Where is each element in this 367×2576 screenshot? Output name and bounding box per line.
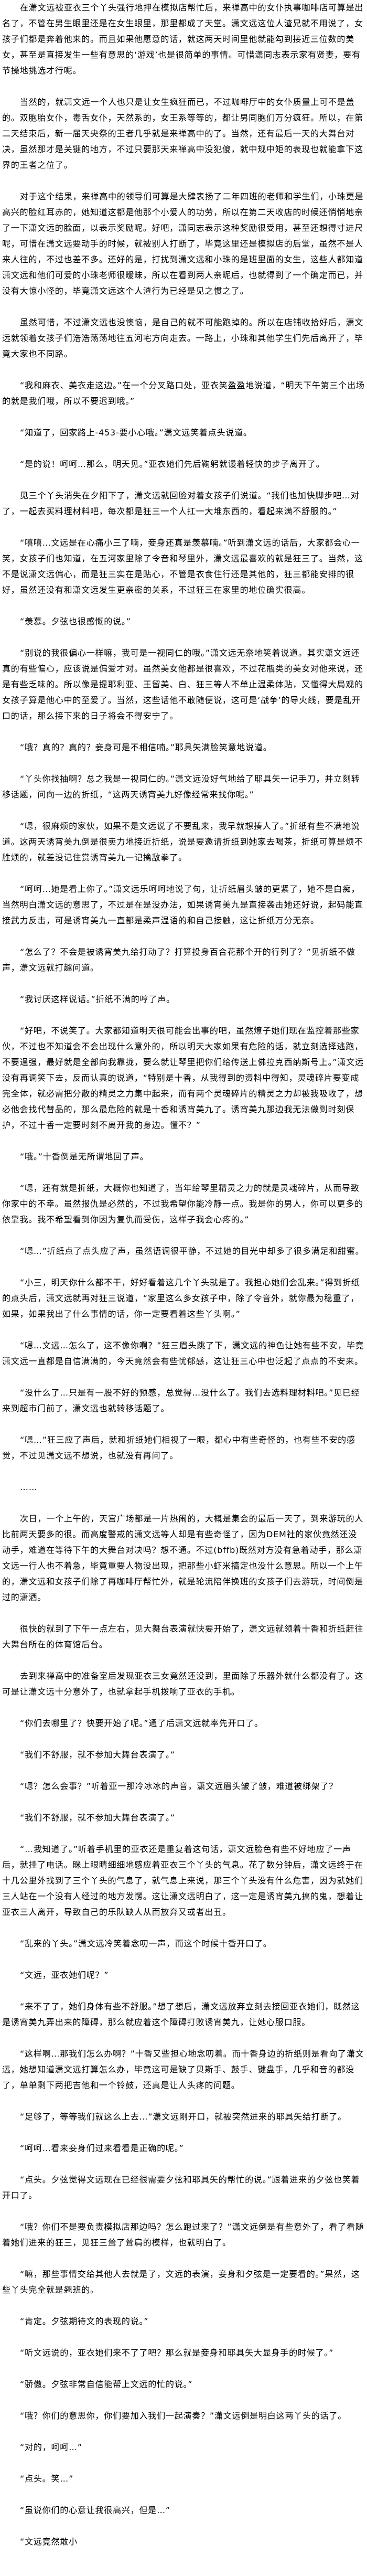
paragraph: “小三，明天你什么都不干，好好看着这几个丫头就是了。我担心她们会乱来。”得到折纸… [2, 1278, 360, 1319]
paragraph: “你们去哪里了？快要开始了呢。”通了后潇文远就率先开口了。 [20, 1718, 263, 1728]
paragraph: “嗯…文远…怎么了，这不像你啊？”狂三眉头跳了下，潇文远的神色让她有些不安，毕竟… [2, 1340, 364, 1366]
paragraph: “嘛，那些事情交给其他人去就是了，文远的表演，妾身和夕弦是一定要看的。”果然，这… [2, 2269, 360, 2295]
paragraph: 次日，一个上午的，天宫广场都是一片热闹的，大概是集会的最后一天了，到来游玩的人比… [2, 1514, 364, 1602]
paragraph: 见三个丫头消失在夕阳下了，潇文远就回脸对着女孩子们说道。“我们也加快脚步吧…对了… [2, 491, 360, 516]
paragraph: 对于这个结果，来禅高中的领导们可算是大肆表扬了二年四班的老师和学生们，小珠更是高… [2, 191, 364, 296]
paragraph: “嗯…”折纸点了点头应了声，虽然语调很平静，不过她的目光中却多了很多满足和甜蜜。 [20, 1246, 364, 1256]
paragraph: …… [20, 1482, 38, 1492]
paragraph: “骄傲。夕弦非常自信能帮上文远的忙的说。” [20, 2379, 193, 2389]
paragraph: “怎么了？不会是被诱宵美九给打动了？打算投身百合花那个开的行列了？”见折纸不做声… [2, 947, 355, 973]
paragraph: “乱来的丫头。”潇文远冷笑着念叨一声，而这个时候十香开口了。 [20, 1939, 272, 1949]
paragraph: “我和麻衣、美衣走这边。”在一个分叉路口处，亚衣笑盈盈地说道，“明天下午第三个出… [2, 380, 365, 406]
paragraph: “呵呵…她是看上你了。”潇文远乐呵呵地说了句，让折纸眉头皱的更紧了，她不是白痴，… [2, 884, 363, 925]
paragraph: “哦？真的？真的？妾身可是不相信喃。”耶具矢满脸笑意地说道。 [20, 742, 272, 752]
paragraph: “文远竟然敢小 [20, 2537, 78, 2547]
paragraph: “我讨厌这样说话。”折纸不满的哼了声。 [20, 994, 175, 1004]
paragraph: “嗯，还有就是折纸，大概你也知道了，当年给琴里精灵之力的就是灵魂碎片，从而导致你… [2, 1183, 363, 1225]
paragraph: 很快的就到了下午一点左右，见大舞台表演就快要开始了，潇文远就领着十香和折纸赶往大… [2, 1624, 364, 1649]
paragraph: “…我知道了。”听着手机里的亚衣还是重复着这句话，潇文远脸色有些不好地应了一声后… [2, 1844, 363, 1917]
paragraph: “呵呵…看来妾身们过来看看是正确的呢。” [20, 2143, 184, 2153]
paragraph: 在潇文远被亚衣三个丫头强行地押在模拟店帮忙后，来禅高中的女仆执事咖啡店可算是出名… [2, 3, 364, 76]
paragraph: “是的说！呵呵…那么，明天见。”亚衣她们先后鞠躬就谩着轻快的步子离开了。 [20, 459, 325, 469]
paragraph: “虽说你们的心意让我很高兴，但是…” [20, 2505, 170, 2515]
paragraph: “羡慕。夕弦也很感慨的说。” [20, 616, 131, 626]
paragraph: “嗯，很麻烦的家伙，如果不是文远说了不要乱来，我早就想揍人了。”折纸有些不满地说… [2, 821, 363, 863]
paragraph: “没什么了…只是有一股不好的预感，总觉得…没什么了。我们去选料理材料吧。”见已经… [2, 1388, 360, 1413]
paragraph: “对的，呵呵…” [20, 2442, 82, 2452]
paragraph: 虽然可惜，不过潇文远也没懊恼，是自己的就不可能跑掉的。所以在店铺收拾好后，潇文远… [2, 317, 364, 359]
paragraph: “嗯？怎么会事？”听着亚一那冷冰冰的声音，潇文远眉头皱了皱，难道被绑架了？ [20, 1781, 338, 1791]
paragraph: “嗯…”狂三应了声后，就和折纸她们相视了一眼，都心中有些奇怪的，也有些不安的感觉… [2, 1435, 355, 1461]
paragraph: “嘻嘻…文远是在心痛小三了喃，妾身还真是羡慕喃。”听到潇文远的话后，大家都会心一… [2, 538, 363, 595]
paragraph: 去到来禅高中的准备室后发现亚衣三女竟然还没到，里面除了乐器外就什么都没有了。这可… [2, 1671, 364, 1697]
paragraph: “我们不舒服，就不参加大舞台表演了。” [20, 1750, 175, 1760]
paragraph: 当然的，就潇文远一个人也只是让女生疯狂而已，不过咖啡厅中的女仆质量上可不是盖的。… [2, 97, 363, 170]
paragraph: “这样啊…那我们怎么办啊？”十香又些担心地念叨着。而十香身边的折纸则是看向了潇文… [2, 2049, 364, 2090]
paragraph: “肯定。夕弦期待文的表现的说。” [20, 2316, 149, 2326]
paragraph: “知道了，回家路上-453-要小心哦。”潇文远笑着点头说道。 [20, 428, 252, 438]
paragraph: “哦？你们不是要负责模拟店那边吗？怎么跑过来了？”潇文远倒是有些意外了，看了看随… [2, 2222, 364, 2248]
paragraph: “丫头你找抽啊？总之我是一视同仁的。”潇文远没好气地给了耶具矢一记手刀，并立刻转… [2, 774, 360, 800]
paragraph: “足够了，等等我们就这么上去…”潇文远刚开口，就被突然进来的耶具矢给打断了。 [20, 2112, 347, 2122]
paragraph: “点头。夕弦觉得文远现在已经很需要夕弦和耶具矢的帮忙的说。”跟着进来的夕弦也笑着… [2, 2175, 360, 2200]
paragraph: “别说的我很偏心一样嘛，我可是一视同仁的哦。”潇文远无奈地笑着说道。其实潇文远还… [2, 648, 363, 721]
paragraph: “我们不舒服，就不参加大舞台表演了。” [20, 1813, 175, 1823]
paragraph: “听文远说的，亚衣她们来不了了吧？那么就是妾身和耶具矢大显身手的时候了。” [20, 2348, 334, 2358]
paragraph: “哦？你们的意思你，你们要加入我们一起演奏？”潇文远倒是明白这两丫头的话了。 [20, 2411, 347, 2421]
paragraph: “文远，亚衣她们呢？” [20, 1970, 109, 1980]
paragraph: “点头。笑…” [20, 2474, 74, 2484]
paragraph: “来不了了，她们身体有些不舒服。”想了想后，潇文远放弃立刻去接回亚衣她们，既然这… [2, 2002, 360, 2027]
paragraph: “好吧，不说笑了。大家都知道明天很可能会出事的吧，虽然燎子她们现在监控着那些家伙… [2, 1026, 364, 1130]
paragraph: “哦。”十香倒是无所谓地回了声。 [20, 1152, 149, 1162]
